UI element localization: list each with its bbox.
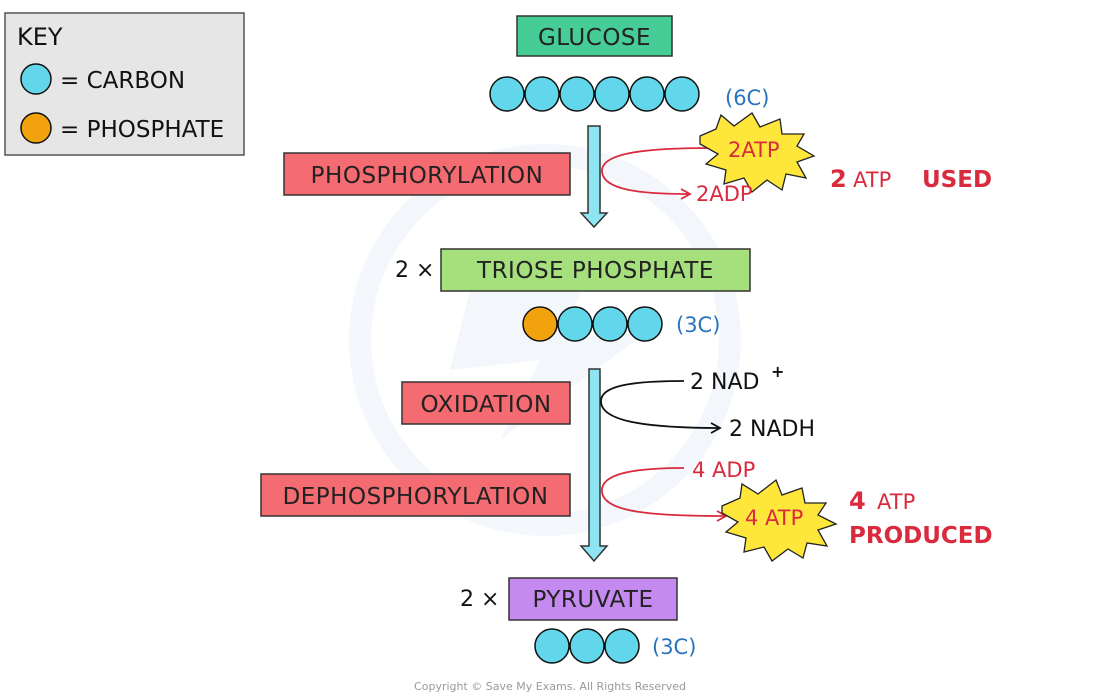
copyright-footer: Copyright © Save My Exams. All Rights Re…	[414, 680, 686, 693]
atp-star-icon	[699, 112, 816, 193]
dephosphorylation-step: DEPHOSPHORYLATION	[260, 473, 571, 517]
atp-used-number: 2	[830, 165, 847, 193]
oxidation-box	[401, 381, 571, 425]
pyruvate-carbon-chain	[534, 628, 640, 664]
atp-produced-number: 4	[849, 487, 866, 515]
pyruvate-label: PYRUVATE	[532, 587, 653, 613]
pyruvate-multiplier: 2 ×	[460, 587, 499, 612]
nad-charge: +	[771, 362, 784, 381]
glucose-carbon-count: (6C)	[725, 86, 769, 110]
phosphorylation-box	[283, 152, 571, 196]
pyruvate-carbon-count: (3C)	[652, 635, 696, 659]
phosphorylation-label: PHOSPHORYLATION	[311, 163, 544, 189]
adp-in-label: 4 ADP	[692, 458, 755, 482]
key-carbon-label: = CARBON	[60, 68, 185, 94]
triose-multiplier: 2 ×	[395, 258, 434, 283]
key-title: KEY	[17, 23, 63, 51]
phosphorylation-step: PHOSPHORYLATION	[283, 152, 571, 196]
nad-in-label: 2 NAD	[690, 370, 759, 395]
atp-in-label: 2ATP	[728, 138, 780, 162]
pyruvate-section: 2 × PYRUVATE (3C)	[460, 577, 696, 664]
dephosphorylation-label: DEPHOSPHORYLATION	[283, 484, 549, 510]
glucose-carbon-chain	[489, 76, 700, 112]
phosphate-circle-icon	[20, 112, 52, 144]
atp-produced-word: PRODUCED	[849, 523, 993, 549]
nad-arrow	[600, 380, 722, 434]
triose-phosphate-section: 2 × TRIOSE PHOSPHATE (3C)	[395, 248, 751, 342]
atp-produced-star-icon	[721, 478, 838, 562]
triose-phosphate-box	[440, 248, 751, 292]
triose-chain	[522, 306, 663, 342]
adp-out-label: 2ADP	[696, 182, 753, 206]
oxidation-label: OXIDATION	[420, 392, 551, 418]
nadh-out-label: 2 NADH	[729, 417, 815, 442]
triose-phosphate-label: TRIOSE PHOSPHATE	[476, 258, 714, 284]
glucose-label: GLUCOSE	[538, 25, 651, 51]
atp-out-label: 4 ATP	[745, 506, 803, 530]
down-arrow-2	[579, 368, 609, 563]
triose-carbon-count: (3C)	[676, 313, 720, 337]
atp-produced-arrow	[601, 467, 728, 522]
glucose-box	[516, 15, 673, 57]
phosphate-group	[522, 306, 558, 342]
carbon-circle-icon	[20, 63, 52, 95]
key-panel: KEY = CARBON = PHOSPHATE	[4, 12, 245, 156]
atp-used-atp: ATP	[853, 168, 891, 192]
atp-used-arrow	[601, 147, 713, 200]
atp-used-word: USED	[922, 167, 992, 193]
down-arrow-1	[579, 125, 609, 229]
atp-produced-atp: ATP	[877, 490, 915, 514]
oxidation-step: OXIDATION	[401, 381, 571, 425]
key-phosphate-label: = PHOSPHATE	[60, 117, 224, 143]
glucose-section: GLUCOSE (6C)	[489, 15, 769, 112]
pyruvate-box	[508, 577, 678, 621]
dephosphorylation-box	[260, 473, 571, 517]
